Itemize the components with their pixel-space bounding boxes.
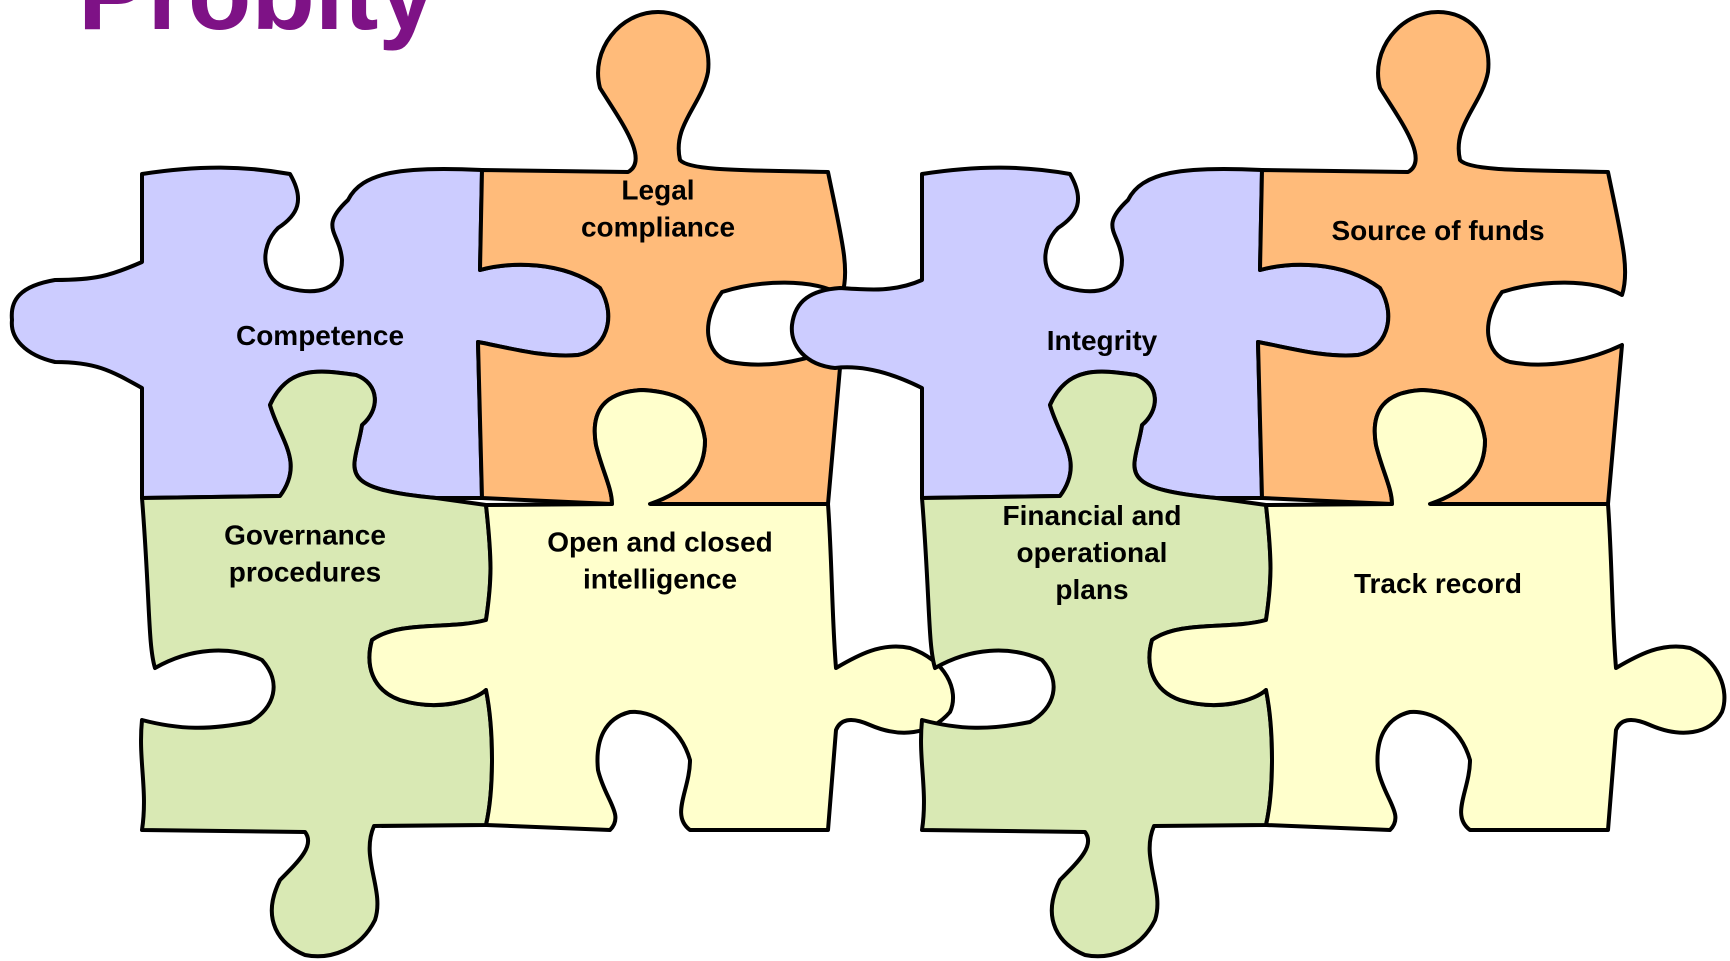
label-line: Competence	[236, 320, 404, 351]
label-line: Financial and	[1003, 500, 1182, 531]
label-line: Legal	[621, 175, 694, 206]
piece-shape-track-record	[1147, 388, 1727, 832]
label-line: Track record	[1354, 568, 1522, 599]
label-legal-compliance: Legal compliance	[581, 175, 735, 243]
piece-shape-source-of-funds	[1256, 10, 1628, 506]
page-title: Probity	[78, 0, 436, 46]
label-line: intelligence	[583, 564, 737, 595]
label-line: plans	[1055, 574, 1128, 605]
label-line: Integrity	[1047, 325, 1158, 356]
label-line: compliance	[581, 212, 735, 243]
puzzle-piece-track-record: Track record	[1147, 388, 1727, 832]
label-track-record: Track record	[1354, 568, 1522, 599]
label-governance-procedures: Governance procedures	[224, 520, 386, 588]
piece-shape-open-closed-intelligence	[367, 388, 956, 832]
puzzle-piece-open-closed-intelligence: Open and closed intelligence	[367, 388, 956, 832]
label-open-closed-intelligence: Open and closed intelligence	[547, 527, 773, 595]
puzzle-piece-source-of-funds: Source of funds	[1256, 10, 1628, 506]
puzzle-piece-financial-operational-plans: Financial and operational plans	[919, 369, 1274, 959]
label-line: operational	[1017, 537, 1168, 568]
label-line: Open and closed	[547, 527, 773, 558]
label-line: Source of funds	[1331, 215, 1544, 246]
label-line: procedures	[229, 557, 382, 588]
label-line: Governance	[224, 520, 386, 551]
puzzle-piece-legal-compliance: Legal compliance	[476, 10, 848, 506]
label-integrity: Integrity	[1047, 325, 1158, 356]
label-source-of-funds: Source of funds	[1331, 215, 1544, 246]
label-financial-operational-plans: Financial and operational plans	[1003, 500, 1182, 605]
piece-shape-legal-compliance	[476, 10, 848, 506]
puzzle-piece-governance-procedures: Governance procedures	[139, 369, 494, 959]
label-competence: Competence	[236, 320, 404, 351]
